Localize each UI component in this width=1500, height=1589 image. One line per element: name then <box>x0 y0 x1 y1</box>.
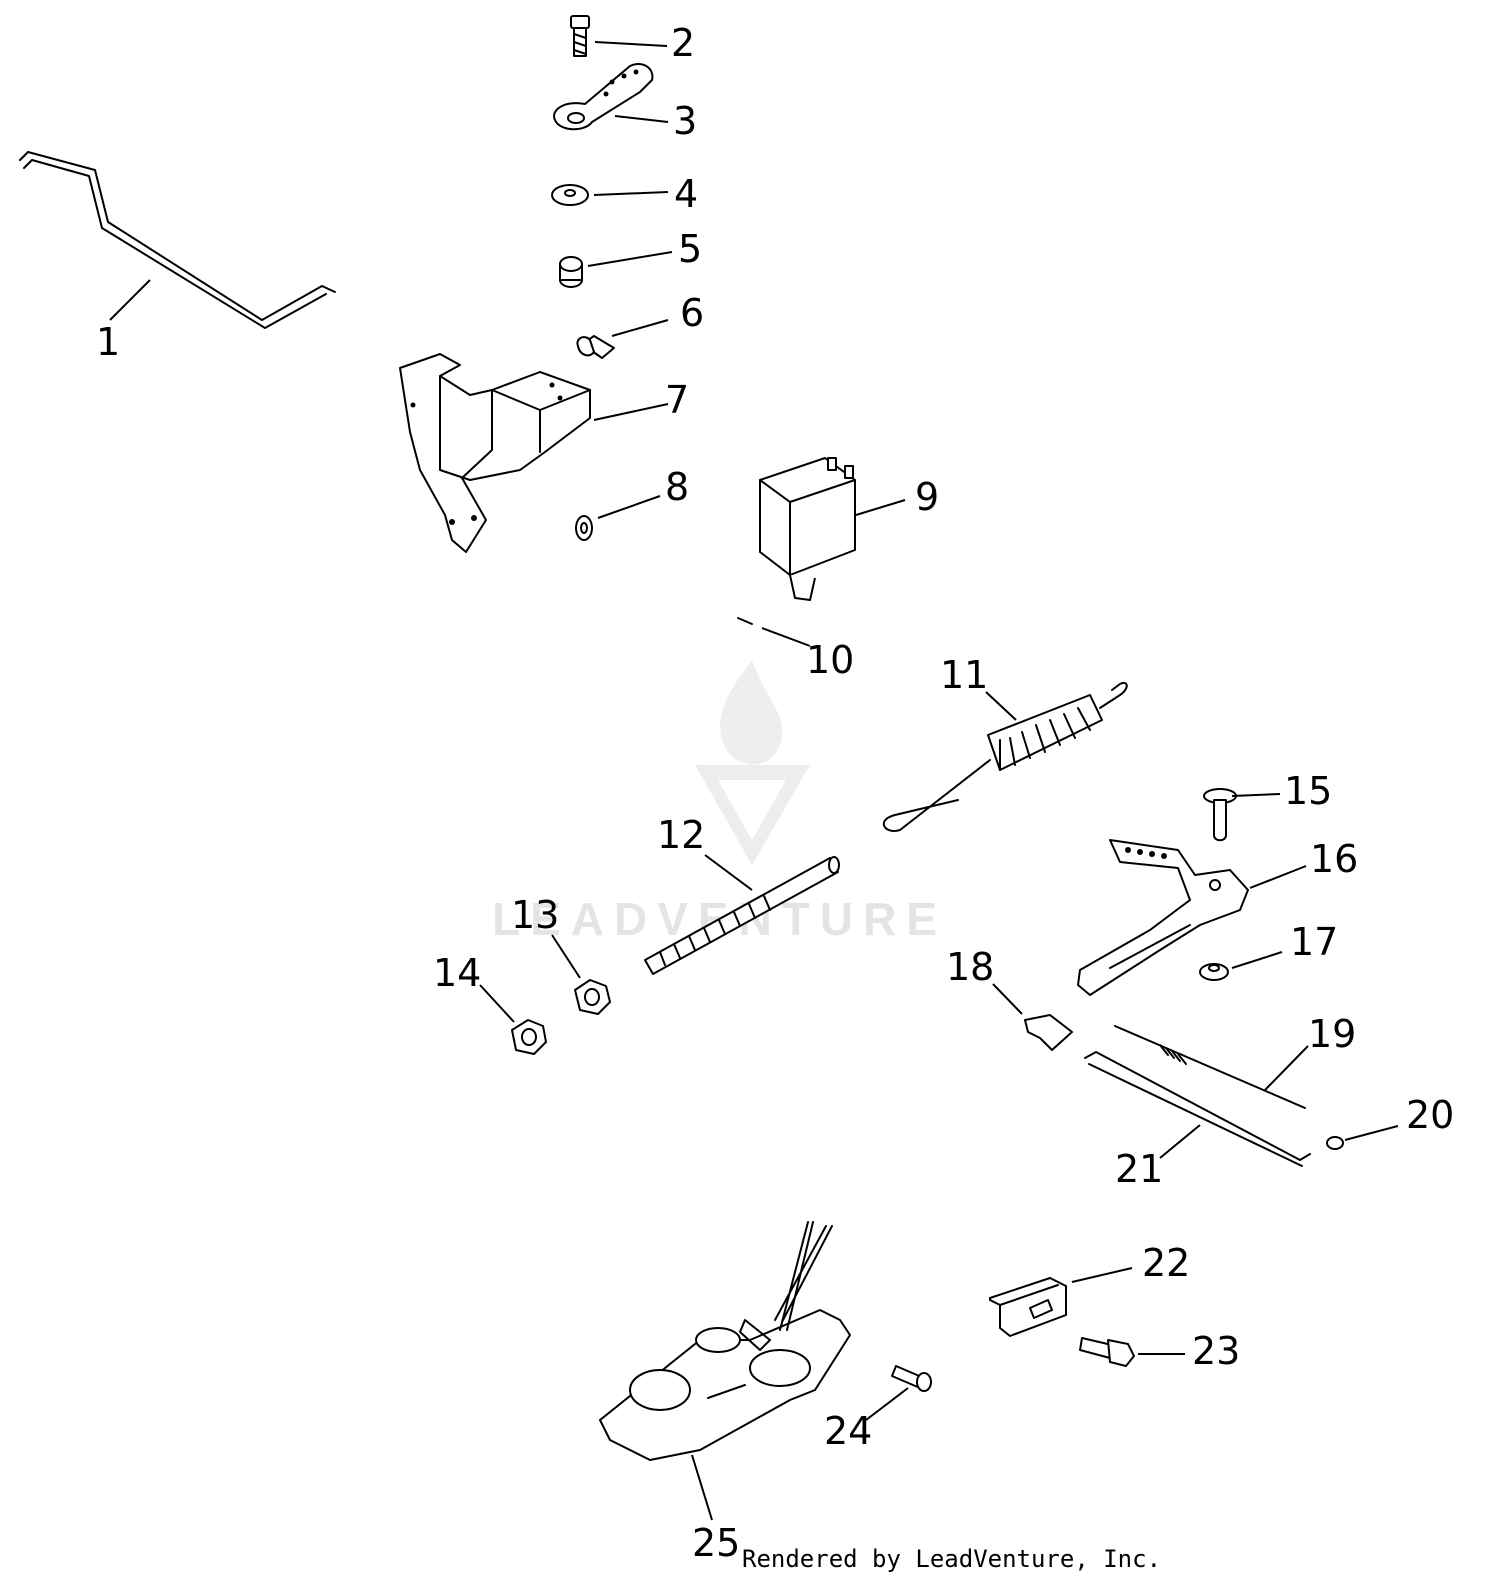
part-20-cap <box>1326 1136 1344 1150</box>
leader-lines <box>109 41 1399 1521</box>
part-7-bracket <box>399 353 591 553</box>
callout-14: 14 <box>433 951 481 995</box>
callout-9: 9 <box>915 475 939 519</box>
rendered-by-footer: Rendered by LeadVenture, Inc. <box>742 1545 1161 1573</box>
part-9-relay <box>759 457 856 601</box>
part-22-block <box>989 1277 1067 1337</box>
leadventure-watermark: LEADVENTURE <box>492 660 937 945</box>
part-11-spring <box>882 682 1128 832</box>
part-8-washer <box>575 515 593 541</box>
part-14-nut <box>511 1019 547 1055</box>
callout-11: 11 <box>940 653 988 697</box>
part-2-bolt <box>570 15 590 57</box>
part-24-screw <box>891 1365 932 1392</box>
part-12-threaded-rod <box>644 856 840 975</box>
callout-13: 13 <box>511 893 559 937</box>
part-16-lever <box>1077 839 1249 996</box>
callout-8: 8 <box>665 465 689 509</box>
callout-24: 24 <box>824 1409 872 1453</box>
callout-23: 23 <box>1192 1329 1240 1373</box>
part-21-rod <box>1084 1051 1311 1167</box>
part-3-lever-plate <box>553 62 654 131</box>
callout-3: 3 <box>673 99 697 143</box>
part-10-pin <box>737 617 753 625</box>
callout-21: 21 <box>1115 1147 1163 1191</box>
part-4-washer <box>551 184 589 206</box>
callout-16: 16 <box>1310 837 1358 881</box>
part-15-pin <box>1203 788 1237 842</box>
callout-2: 2 <box>671 21 695 65</box>
callout-15: 15 <box>1284 769 1332 813</box>
callout-numbers: 1 2 3 4 5 6 7 8 9 10 11 12 13 14 15 16 1… <box>96 21 1454 1565</box>
callout-10: 10 <box>806 638 854 682</box>
callout-7: 7 <box>665 378 689 422</box>
part-17-nut <box>1199 963 1229 981</box>
part-6-screw <box>576 335 615 359</box>
part-19-wire <box>1114 1025 1306 1109</box>
callout-12: 12 <box>657 813 705 857</box>
callout-6: 6 <box>680 291 704 335</box>
part-25-control-assembly <box>599 1221 851 1461</box>
part-5-bushing <box>559 256 583 288</box>
callout-18: 18 <box>946 945 994 989</box>
callout-20: 20 <box>1406 1093 1454 1137</box>
callout-17: 17 <box>1290 920 1338 964</box>
part-18-clip <box>1024 1014 1073 1051</box>
callout-1: 1 <box>96 320 120 364</box>
part-1-rod <box>19 151 336 329</box>
callout-19: 19 <box>1308 1012 1356 1056</box>
part-23-bolt <box>1079 1337 1135 1367</box>
callout-5: 5 <box>678 227 702 271</box>
callout-25: 25 <box>692 1521 740 1565</box>
callout-4: 4 <box>674 172 698 216</box>
callout-22: 22 <box>1142 1241 1190 1285</box>
part-13-nut <box>574 979 611 1015</box>
